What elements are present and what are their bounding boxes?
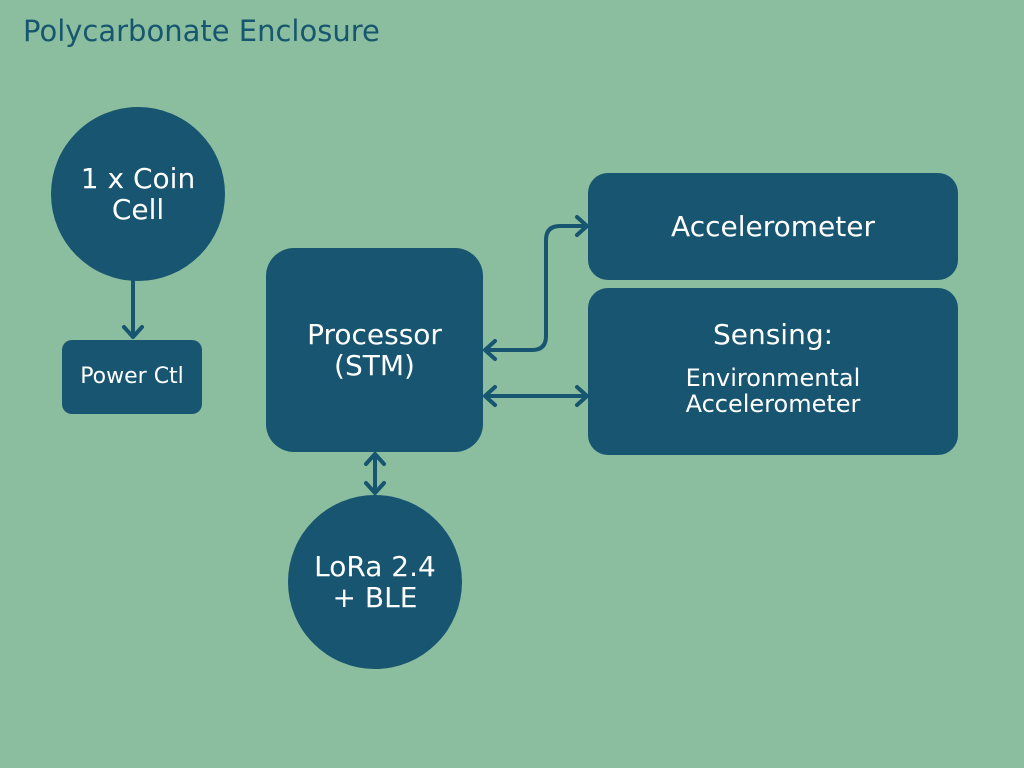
arrowhead-lora (364, 481, 386, 495)
accelerometer-label: Accelerometer (671, 209, 875, 243)
coin-cell-label: 1 x Coin Cell (80, 161, 196, 226)
arrowhead-accelerometer (575, 215, 589, 237)
arrowhead-processor-bottom (364, 452, 386, 466)
arrowhead-sensing (575, 385, 589, 407)
connector-processor-to-accelerometer (484, 224, 588, 352)
sensing-item-accelerometer: Accelerometer (685, 390, 861, 419)
sensing-node: Sensing: Environmental Accelerometer (588, 288, 958, 455)
processor-node: Processor (STM) (266, 248, 483, 452)
power-ctl-label: Power Ctl (80, 363, 184, 389)
arrowhead-processor-top (483, 339, 497, 361)
sensing-item-environmental: Environmental (685, 363, 861, 392)
power-ctl-node: Power Ctl (62, 340, 202, 414)
arrowhead-power-down (122, 325, 144, 339)
accelerometer-node: Accelerometer (588, 173, 958, 280)
diagram-title: Polycarbonate Enclosure (23, 14, 380, 48)
arrowhead-processor-right (483, 385, 497, 407)
sensing-items: Environmental Accelerometer (685, 363, 861, 419)
processor-label: Processor (STM) (307, 317, 442, 382)
lora-ble-label: LoRa 2.4 + BLE (314, 549, 436, 614)
sensing-title: Sensing: (712, 318, 834, 352)
coin-cell-node: 1 x Coin Cell (51, 107, 225, 281)
lora-ble-node: LoRa 2.4 + BLE (288, 495, 462, 669)
